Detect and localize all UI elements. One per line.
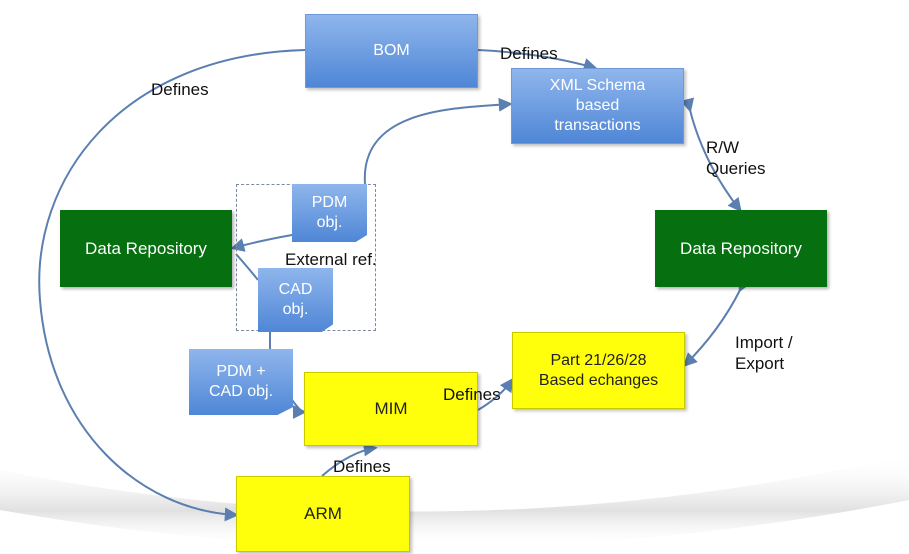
label-rw-queries: R/W Queries <box>706 138 766 179</box>
mim-node: MIM <box>304 372 478 446</box>
label-external-ref: External ref. <box>285 250 377 269</box>
connector-pdmcad-mim <box>291 399 307 419</box>
label-defines-arm: Defines <box>333 457 391 476</box>
xml-schema-node: XML Schema based transactions <box>511 68 684 144</box>
connector-mim-part21 <box>477 377 514 411</box>
label-import-export: Import / Export <box>735 333 793 374</box>
pdm-cad-obj-node: PDM + CAD obj. <box>189 349 293 415</box>
connector-cad-repo <box>235 253 259 281</box>
connector-xml-repo <box>680 97 742 213</box>
arm-node: ARM <box>236 476 410 552</box>
label-defines-left: Defines <box>151 80 209 99</box>
connector-arm-mim <box>321 442 378 477</box>
pdm-obj-node: PDM obj. <box>292 184 367 242</box>
connector-pdm-repo <box>230 234 293 252</box>
label-defines-top: Defines <box>500 44 558 63</box>
label-defines-mim: Defines <box>443 385 501 404</box>
bom-node: BOM <box>305 14 478 88</box>
connector-bom-arm <box>38 49 306 522</box>
connector-bom-xml <box>477 49 598 72</box>
data-repository-left-node: Data Repository <box>60 210 232 287</box>
part21-node: Part 21/26/28 Based echanges <box>512 332 685 409</box>
cad-obj-node: CAD obj. <box>258 268 333 332</box>
data-repository-right-node: Data Repository <box>655 210 827 287</box>
connector-repo-part21 <box>683 276 752 367</box>
connector-pdm-xml <box>363 97 513 185</box>
